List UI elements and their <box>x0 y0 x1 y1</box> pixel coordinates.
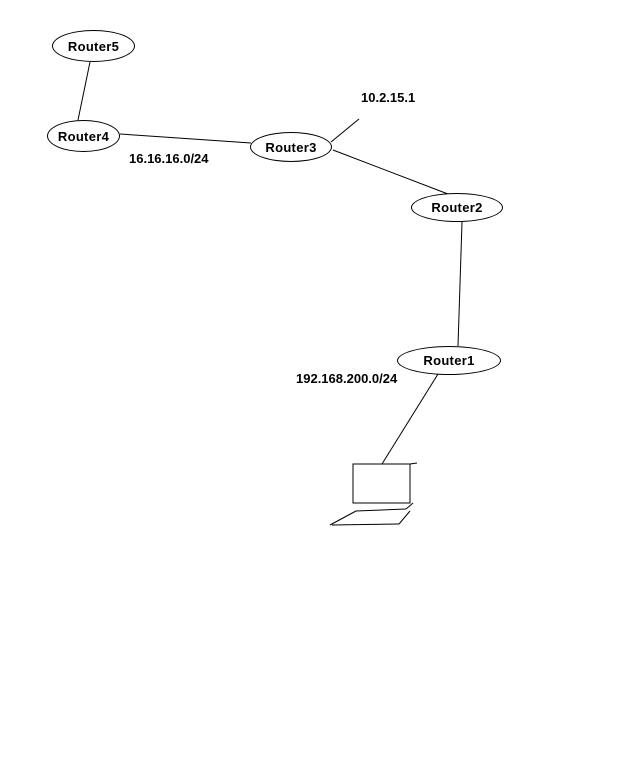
link-router3-router2 <box>332 149 449 195</box>
node-router5-label: Router5 <box>67 38 120 54</box>
node-router3-label: Router3 <box>265 139 317 155</box>
node-router4: Router4 <box>47 120 120 152</box>
node-router2: Router2 <box>411 193 503 222</box>
laptop-base-right-edge <box>398 510 411 525</box>
link-router4-router3 <box>119 133 252 144</box>
link-router3-ip-stub <box>330 118 360 143</box>
node-router1-label: Router1 <box>423 353 475 368</box>
laptop-base-hinge <box>405 502 414 510</box>
laptop-icon <box>329 462 418 526</box>
node-router2-label: Router2 <box>431 200 483 215</box>
node-router4-label: Router4 <box>57 128 110 144</box>
link-router5-router4 <box>77 61 91 121</box>
laptop-base-bottom-edge <box>331 523 400 526</box>
laptop-base-top-edge <box>355 508 407 512</box>
node-router3: Router3 <box>250 132 332 162</box>
link-router2-router1 <box>457 221 463 347</box>
node-router5: Router5 <box>52 30 135 62</box>
label-interface-ip: 10.2.15.1 <box>361 90 416 105</box>
laptop-screen-top-extension <box>409 462 418 465</box>
node-router1: Router1 <box>397 346 501 375</box>
laptop-base-left-edge <box>329 510 357 526</box>
label-network-16: 16.16.16.0/24 <box>129 151 209 166</box>
link-router1-laptop <box>381 373 439 465</box>
label-network-192: 192.168.200.0/24 <box>296 371 398 386</box>
laptop-screen <box>352 463 411 504</box>
